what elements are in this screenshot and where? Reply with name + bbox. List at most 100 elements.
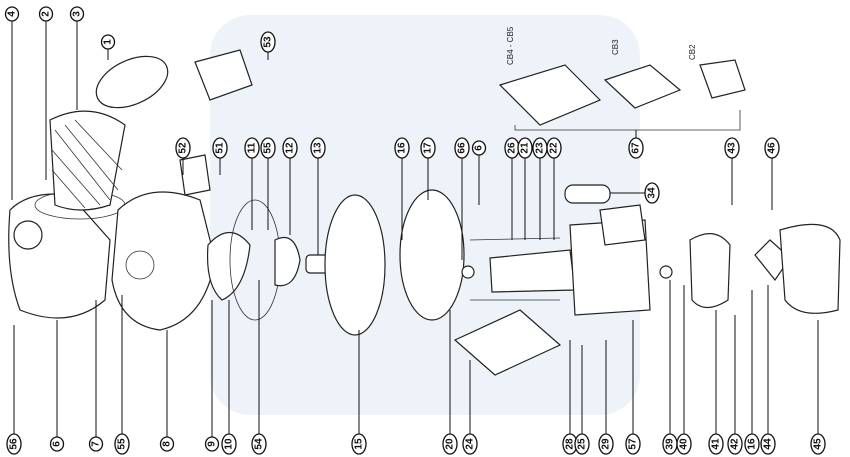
diffuser-housing	[111, 191, 216, 331]
callout-39: 39	[662, 280, 678, 455]
callout-number: 1	[103, 39, 114, 45]
spanner	[194, 49, 253, 101]
box-labels: CB4 - CB5 CB3 CB2	[506, 26, 697, 65]
callout-2: 2	[38, 6, 54, 180]
callout-number: 45	[813, 438, 824, 450]
callout-number: 15	[354, 438, 365, 450]
callout-number: 16	[397, 142, 408, 154]
base	[453, 309, 562, 376]
callout-number: 16	[747, 438, 758, 450]
pump-body	[8, 193, 111, 319]
callout-number: 53	[263, 36, 274, 48]
callout-7: 7	[88, 300, 104, 452]
mechanical-seal	[274, 236, 301, 287]
callout-44: 44	[760, 285, 776, 455]
callout-55: 55	[114, 295, 130, 455]
callout-40: 40	[676, 285, 692, 455]
rear-flange	[689, 233, 731, 309]
callout-11: 11	[244, 137, 260, 230]
callout-4: 4	[4, 6, 20, 200]
callout-6: 6	[471, 140, 487, 205]
control-box-cb2	[699, 59, 746, 99]
callout-8: 8	[159, 330, 175, 452]
callout-number: 54	[254, 438, 265, 450]
callout-17: 17	[420, 137, 436, 200]
callout-number: 52	[178, 142, 189, 154]
callout-number: 34	[647, 187, 658, 199]
callout-51: 51	[212, 137, 228, 175]
callout-number: 7	[91, 441, 102, 447]
callout-number: 42	[730, 438, 741, 450]
callout-number: 21	[520, 142, 531, 154]
callout-55: 55	[260, 137, 276, 230]
inlet	[13, 220, 43, 250]
callout-number: 3	[72, 11, 83, 17]
strainer-basket	[49, 110, 126, 211]
callout-46: 46	[764, 137, 780, 210]
callout-13: 13	[310, 137, 326, 255]
callout-34: 34	[610, 182, 660, 204]
callout-43: 43	[724, 137, 740, 205]
terminal-box	[599, 204, 646, 246]
callout-number: 20	[445, 438, 456, 450]
callout-29: 29	[598, 340, 614, 455]
callout-number: 66	[457, 142, 468, 154]
callout-number: 6	[52, 441, 63, 447]
capacitor	[564, 184, 611, 204]
callout-53: 53	[260, 31, 276, 60]
callout-25: 25	[574, 345, 590, 455]
callout-number: 67	[631, 142, 642, 154]
callout-number: 25	[577, 438, 588, 450]
callout-number: 44	[763, 438, 774, 450]
callout-3: 3	[69, 6, 85, 110]
callout-67: 67	[628, 130, 644, 159]
impeller	[206, 231, 251, 301]
callout-number: 2	[41, 11, 52, 17]
parts	[8, 49, 841, 376]
callout-22: 22	[546, 137, 562, 240]
callout-21: 21	[517, 137, 533, 240]
shaft-rotor	[489, 249, 576, 293]
callout-number: 56	[9, 438, 20, 450]
callout-12: 12	[282, 137, 298, 235]
callout-number: 9	[207, 441, 218, 447]
callout-42: 42	[727, 315, 743, 455]
callout-number: 55	[117, 438, 128, 450]
callout-9: 9	[204, 300, 220, 452]
callout-number: 6	[474, 145, 485, 151]
callout-16: 16	[744, 290, 760, 455]
callout-number: 39	[665, 438, 676, 450]
control-box-cb3	[603, 64, 682, 109]
callout-16: 16	[394, 137, 410, 240]
callout-52: 52	[175, 137, 191, 175]
callout-54: 54	[251, 280, 267, 455]
callout-number: 10	[224, 438, 235, 450]
callout-number: 23	[535, 142, 546, 154]
lid	[95, 55, 169, 109]
callout-15: 15	[351, 330, 367, 455]
callout-number: 51	[215, 142, 226, 154]
callout-41: 41	[708, 310, 724, 455]
bearing	[659, 265, 673, 279]
callout-20: 20	[442, 310, 458, 455]
callout-10: 10	[221, 300, 237, 455]
callout-28: 28	[562, 340, 578, 455]
callout-number: 55	[263, 142, 274, 154]
callout-number: 11	[247, 142, 258, 153]
callout-56: 56	[6, 325, 22, 455]
callout-number: 40	[679, 438, 690, 450]
callout-57: 57	[625, 320, 641, 455]
callout-45: 45	[810, 320, 826, 455]
callout-number: 46	[767, 142, 778, 154]
box-label-cb2: CB2	[688, 44, 697, 60]
control-box-cb4	[498, 64, 602, 126]
callout-number: 43	[727, 142, 738, 154]
callout-1: 1	[100, 34, 116, 60]
callout-6: 6	[49, 320, 65, 452]
callout-number: 22	[549, 142, 560, 154]
callout-66: 66	[454, 137, 470, 260]
